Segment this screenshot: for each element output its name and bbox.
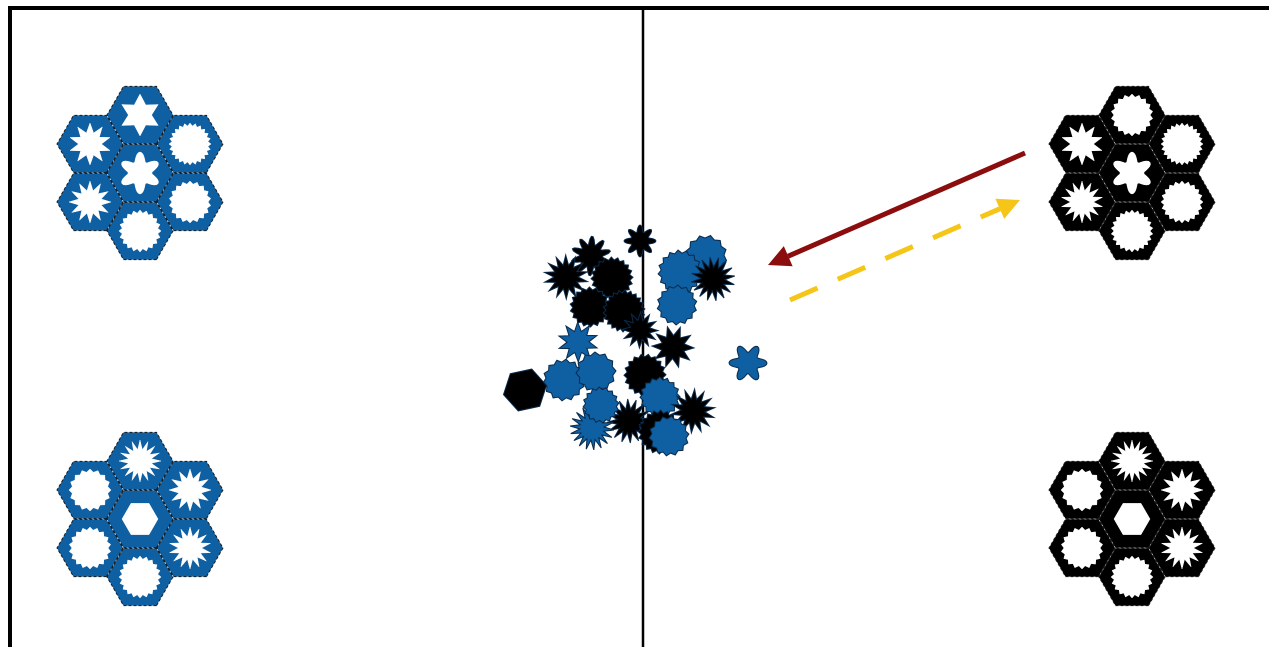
cutout-gear-20[interactable] bbox=[118, 555, 162, 599]
piece-black-star-12[interactable] bbox=[620, 310, 660, 350]
piece-blue-gear-16[interactable] bbox=[582, 386, 620, 424]
piece-black-star-14[interactable] bbox=[669, 387, 717, 435]
cutout-gear-16[interactable] bbox=[1060, 468, 1104, 512]
arrow-red-shaft bbox=[787, 150, 1026, 259]
cutout-gear-20[interactable] bbox=[1160, 180, 1204, 224]
tray-blue-bottom bbox=[56, 431, 224, 607]
cutout-star-14[interactable] bbox=[168, 526, 212, 570]
piece-black-star-14[interactable] bbox=[542, 253, 590, 301]
piece-blue-gear-14[interactable] bbox=[648, 415, 690, 457]
cutout-gear-16[interactable] bbox=[68, 468, 112, 512]
cutout-gear-22[interactable] bbox=[1110, 209, 1154, 253]
piece-black-hexagon[interactable] bbox=[502, 368, 548, 412]
piece-black-flower-8[interactable] bbox=[623, 224, 657, 258]
tray-blue-top bbox=[56, 85, 224, 261]
cutout-star-16[interactable] bbox=[1110, 439, 1154, 483]
arrow-yellow-head bbox=[995, 198, 1020, 219]
arrow-yellow bbox=[789, 198, 1020, 303]
cutout-hexagon[interactable] bbox=[1113, 503, 1151, 535]
cutout-hexagon[interactable] bbox=[121, 503, 159, 535]
cutout-gear-24[interactable] bbox=[168, 122, 212, 166]
trays-layer bbox=[56, 85, 1216, 607]
cutout-star-10[interactable] bbox=[1061, 122, 1103, 166]
cutout-gear-18[interactable] bbox=[1110, 93, 1154, 137]
cutout-star-10[interactable] bbox=[69, 122, 111, 166]
arrow-red-head bbox=[768, 246, 793, 267]
cutout-gear-20[interactable] bbox=[118, 209, 162, 253]
arrows-layer bbox=[768, 150, 1026, 303]
piece-blue-gear-12[interactable] bbox=[575, 351, 617, 393]
cutout-star-6[interactable] bbox=[121, 93, 159, 137]
cutout-gear-20[interactable] bbox=[1110, 555, 1154, 599]
center-pile bbox=[502, 224, 768, 457]
piece-black-gear-18[interactable] bbox=[569, 286, 611, 328]
piece-blue-flower-6[interactable] bbox=[728, 345, 768, 381]
cutout-star-12[interactable] bbox=[1160, 468, 1204, 512]
tray-black-bottom bbox=[1048, 431, 1216, 607]
cutout-star-16[interactable] bbox=[118, 439, 162, 483]
cutout-star-14[interactable] bbox=[1060, 180, 1104, 224]
cutout-flower-6[interactable] bbox=[1113, 151, 1151, 195]
cutout-gear-18[interactable] bbox=[1060, 526, 1104, 570]
arrow-red bbox=[768, 150, 1026, 267]
cutout-flower-6[interactable] bbox=[121, 151, 159, 195]
cutout-gear-18[interactable] bbox=[68, 526, 112, 570]
arrow-yellow-shaft bbox=[789, 206, 1001, 303]
cutout-star-12[interactable] bbox=[168, 468, 212, 512]
cutout-star-14[interactable] bbox=[1160, 526, 1204, 570]
piece-blue-gear-14[interactable] bbox=[656, 284, 698, 326]
tray-black-top bbox=[1048, 85, 1216, 261]
piece-black-star-16[interactable] bbox=[691, 257, 735, 301]
cutout-gear-24[interactable] bbox=[1160, 122, 1204, 166]
cutout-gear-18[interactable] bbox=[168, 180, 212, 224]
piece-black-star-10[interactable] bbox=[650, 325, 696, 369]
cutout-star-12[interactable] bbox=[68, 180, 112, 224]
